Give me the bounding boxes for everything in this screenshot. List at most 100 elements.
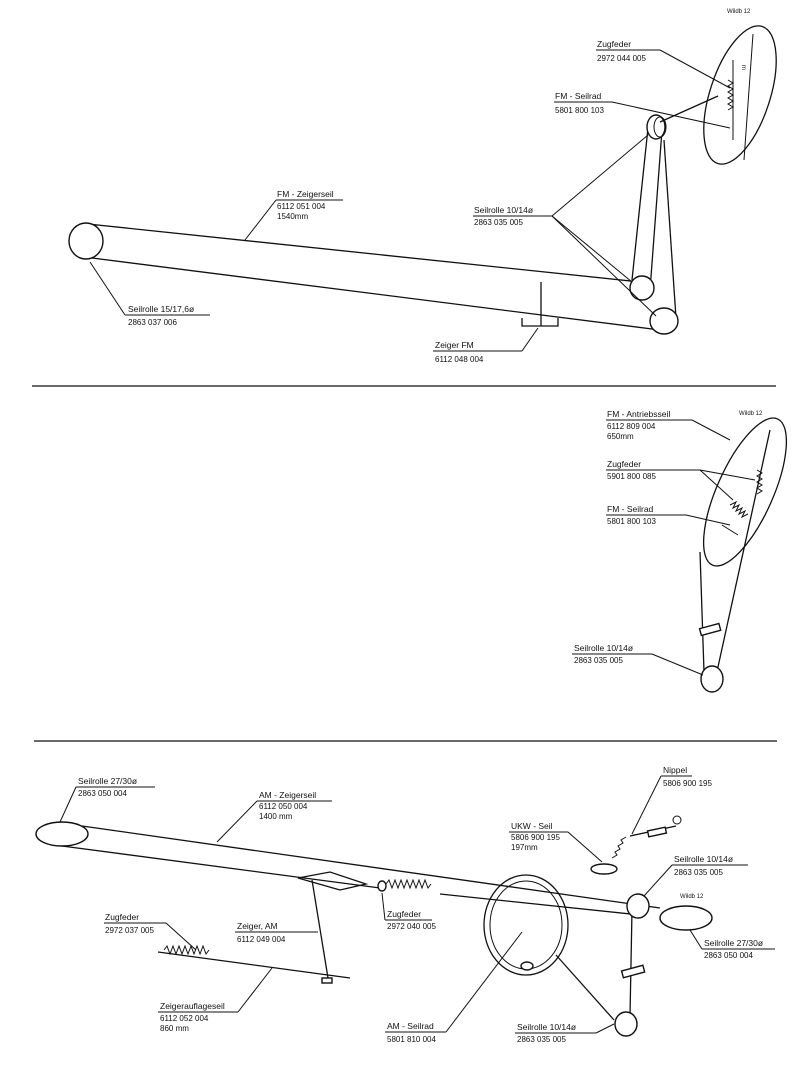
fm-seilrad-2-title: FM - Seilrad [607,504,654,514]
seilrolle-15-leader [89,261,126,316]
zugfeder-number: 2972 044 005 [597,54,646,63]
label-seilrolle-10: Seilrolle 10/14ø 2863 035 005 [473,134,657,317]
am-seilrad-title: AM - Seilrad [387,1021,434,1031]
ukw-seil-number: 5806 900 195 [511,833,560,842]
label-fm-antriebsseil: FM - Antriebsseil 6112 809 004 650mm [606,409,731,441]
section-fm-drive: Wildb 12 FM - Antriebsseil 6112 809 004 … [572,409,788,693]
fm-zeigerseil-leader [244,199,277,241]
seilrolle-27-right-title: Seilrolle 27/30ø [704,938,763,948]
fm-antriebsseil-right [715,429,771,677]
seilrolle-10-pulley-b [649,307,679,335]
label-zeiger-am: Zeiger, AM 6112 049 004 [235,921,318,944]
label-zugfeder-2: Zugfeder 5901 800 085 [606,459,756,501]
seilrolle-10-pulley-top-inner [653,116,667,138]
fm-antriebsseil-number: 6112 809 004 [607,422,656,431]
zeiger-am-frame [297,871,369,891]
am-seilrad-number: 5801 810 004 [387,1035,436,1044]
zeigerauflageseil-length: 860 mm [160,1024,189,1033]
label-seilrolle-10-2: Seilrolle 10/14ø 2863 035 005 [572,643,704,676]
fm-rope-up-left [631,127,649,281]
zugfeder-spring-2a [729,500,749,519]
dial-mark: m [740,65,746,70]
seilrolle-10-2-leader [651,653,704,676]
am-rope-to-bottom [555,954,615,1021]
fm-seilrad-disc-2 [702,417,788,567]
zeiger-am-foot [321,977,333,984]
am-rope-clip [620,964,646,979]
am-zeigerseil-title: AM - Zeigerseil [259,790,316,800]
seilrolle-27-left-leader [59,786,77,823]
seilrolle-10-title: Seilrolle 10/14ø [474,205,533,215]
label-seilrolle-27-left: Seilrolle 27/30ø 2863 050 004 [59,776,155,823]
nippel-number: 5806 900 195 [663,779,712,788]
zeiger-am-number: 6112 049 004 [237,935,286,944]
seilrolle-27-left-pulley [35,821,89,847]
label-fm-seilrad-2: FM - Seilrad 5801 800 103 [606,504,731,526]
fm-seilrad-title: FM - Seilrad [555,91,602,101]
mark-text: Wildb 12 [727,9,751,15]
ukw-spring [611,836,627,859]
zugfeder-left-spring [163,944,210,956]
am-zeigerseil-length: 1400 mm [259,812,293,821]
fm-zeigerseil-bottom [91,257,661,331]
zeiger-am-needle [311,879,329,979]
label-zeigerauflageseil: Zeigerauflageseil 6112 052 004 860 mm [158,967,273,1033]
zugfeder-left-title: Zugfeder [105,912,139,922]
fm-zeigerseil-top [87,223,641,283]
am-zeigerseil-number: 6112 050 004 [259,802,308,811]
label-zugfeder-left: Zugfeder 2972 037 005 [104,912,197,951]
seilrolle-27-left-title: Seilrolle 27/30ø [78,776,137,786]
fm-antriebsseil-leader [691,419,731,441]
fm-antriebsseil-title: FM - Antriebsseil [607,409,670,419]
label-zugfeder: Zugfeder 2972 044 005 [596,39,731,89]
seilrolle-10-2-title: Seilrolle 10/14ø [574,643,633,653]
zeigerauflageseil-title: Zeigerauflageseil [160,1001,225,1011]
am-zeigerseil-bottom-a [61,845,381,889]
zugfeder-2-number: 5901 800 085 [607,472,656,481]
mark-text-3: Wildb 12 [680,894,704,900]
am-seilrad-leader [445,931,523,1033]
nippel-block [646,826,668,838]
zeiger-fm-number: 6112 048 004 [435,355,484,364]
label-seilrolle-10-top: Seilrolle 10/14ø 2863 035 005 [643,854,748,897]
seilrolle-15-title: Seilrolle 15/17,6ø [128,304,194,314]
label-seilrolle-10-bottom: Seilrolle 10/14ø 2863 035 005 [515,1022,615,1044]
seilrolle-10-2-number: 2863 035 005 [574,656,623,665]
label-nippel: Nippel 5806 900 195 [631,765,712,835]
fm-seilrad-2-number: 5801 800 103 [607,517,656,526]
fm-seilrad-leader [611,101,731,129]
seilrolle-15-number: 2863 037 006 [128,318,177,327]
ukw-seil-leader [567,831,603,863]
fm-rope-to-disc [659,95,719,123]
zugfeder-2-leader-b [699,469,734,501]
seilrolle-10-top-leader [643,864,673,897]
fm-rope-up-right [663,139,677,319]
am-seilrad-disc [483,874,569,976]
seilrolle-15-pulley [68,222,104,260]
seilrolle-10-top-title: Seilrolle 10/14ø [674,854,733,864]
ukw-pulley [590,863,618,875]
fm-rope-up-mid [649,129,663,291]
am-zeigerseil-bottom-b [439,893,641,916]
fm-zeigerseil-number: 6112 051 004 [277,202,326,211]
seilrolle-10-pulley-2 [700,665,724,693]
zugfeder-mid-leader [381,892,386,921]
am-zeigerseil-top [81,825,661,909]
label-seilrolle-27-right: Seilrolle 27/30ø 2863 050 004 [689,929,775,960]
zeiger-fm-clip [521,318,559,327]
label-am-seilrad: AM - Seilrad 5801 810 004 [385,931,523,1044]
fm-zeigerseil-length: 1540mm [277,212,308,221]
fm-seilrad-rope-inner [743,33,754,161]
seilrolle-10-top-pulley [626,893,650,919]
zugfeder-mid-title: Zugfeder [387,909,421,919]
zeigerauflageseil-number: 6112 052 004 [160,1014,209,1023]
label-seilrolle-15: Seilrolle 15/17,6ø 2863 037 006 [89,261,210,327]
seilrolle-27-left-number: 2863 050 004 [78,789,127,798]
fm-seilrad-2-mark [721,524,739,536]
zugfeder-mid-eye [377,880,387,892]
zeiger-fm-title: Zeiger FM [435,340,474,350]
am-seilrad-disc-inner [489,880,563,970]
fm-drive-clip [698,622,722,637]
fm-seilrad-number: 5801 800 103 [555,106,604,115]
